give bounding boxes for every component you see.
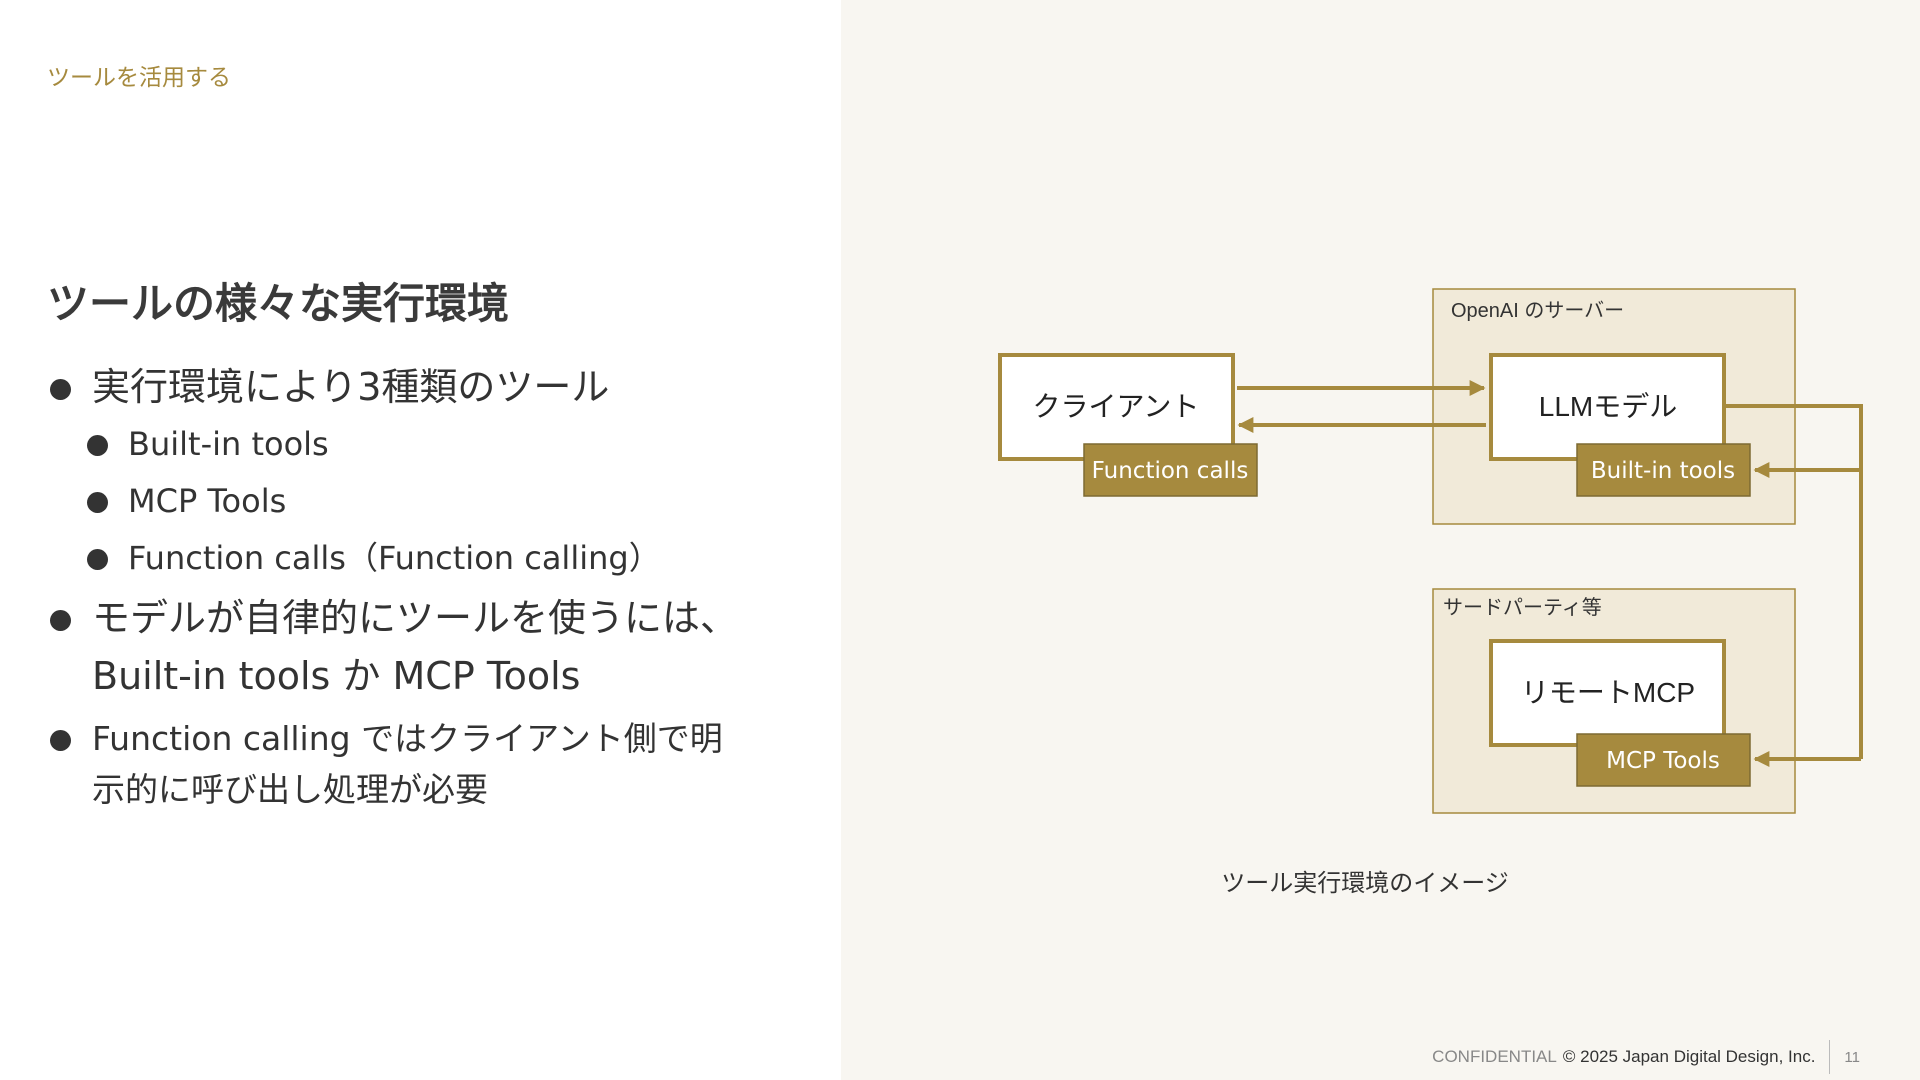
llm-model-box [1489, 353, 1726, 461]
llm-model-label: LLMモデル [1539, 391, 1677, 422]
left-panel [0, 0, 841, 1080]
builtin-tools-tag [1576, 443, 1751, 497]
connector-llm-right [1726, 404, 1863, 759]
bullet-text-line2: Built-in tools か MCP Tools [92, 654, 581, 698]
footer-divider [1829, 1040, 1831, 1074]
bullet-item: 実行環境により3種類のツール [47, 358, 767, 416]
bullet-text-line1: Function calling ではクライアント側で明 [92, 719, 723, 758]
sub-bullet-item: MCP Tools [83, 473, 767, 530]
section-label: ツールを活用する [47, 65, 231, 91]
openai-server-group-label: OpenAI のサーバー [1451, 300, 1624, 322]
slide-title: ツールの様々な実行環境 [47, 279, 510, 328]
sub-bullet-item: Function calls（Function calling） [83, 530, 767, 587]
bullet-text-line1: モデルが自律的にツールを使うには、 [92, 596, 739, 640]
client-label: クライアント [1033, 391, 1200, 422]
page-number: 11 [1844, 1048, 1860, 1066]
bullet-item: Function calling ではクライアント側で明 示的に呼び出し処理が必… [47, 713, 767, 815]
footer: CONFIDENTIAL © 2025 Japan Digital Design… [1432, 1040, 1860, 1074]
third-party-group-label: サードパーティ等 [1443, 596, 1602, 619]
bullet-list: 実行環境により3種類のツール Built-in tools MCP Tools … [47, 358, 767, 815]
bullet-text: 実行環境により3種類のツール [92, 365, 610, 409]
function-calls-tag-label: Function calls [1092, 458, 1249, 484]
mcp-tools-tag [1576, 733, 1751, 787]
diagram-caption: ツール実行環境のイメージ [1221, 870, 1509, 897]
remote-mcp-label: リモートMCP [1521, 677, 1695, 708]
builtin-tools-tag-label: Built-in tools [1591, 458, 1735, 484]
copyright-text: © 2025 Japan Digital Design, Inc. [1562, 1047, 1816, 1066]
remote-mcp-box [1489, 639, 1726, 747]
mcp-tools-tag-label: MCP Tools [1606, 748, 1720, 774]
sub-list-container: Built-in tools MCP Tools Function calls（… [83, 416, 767, 587]
bullet-text-line2: 示的に呼び出し処理が必要 [92, 770, 488, 809]
right-panel [841, 0, 1920, 1080]
function-calls-tag [1083, 443, 1258, 497]
sub-bullet-item: Built-in tools [83, 416, 767, 473]
client-box [998, 353, 1235, 461]
sub-bullet-list: Built-in tools MCP Tools Function calls（… [83, 416, 767, 587]
bullet-item: モデルが自律的にツールを使うには、 Built-in tools か MCP T… [47, 589, 767, 705]
confidential-label: CONFIDENTIAL [1432, 1047, 1557, 1066]
